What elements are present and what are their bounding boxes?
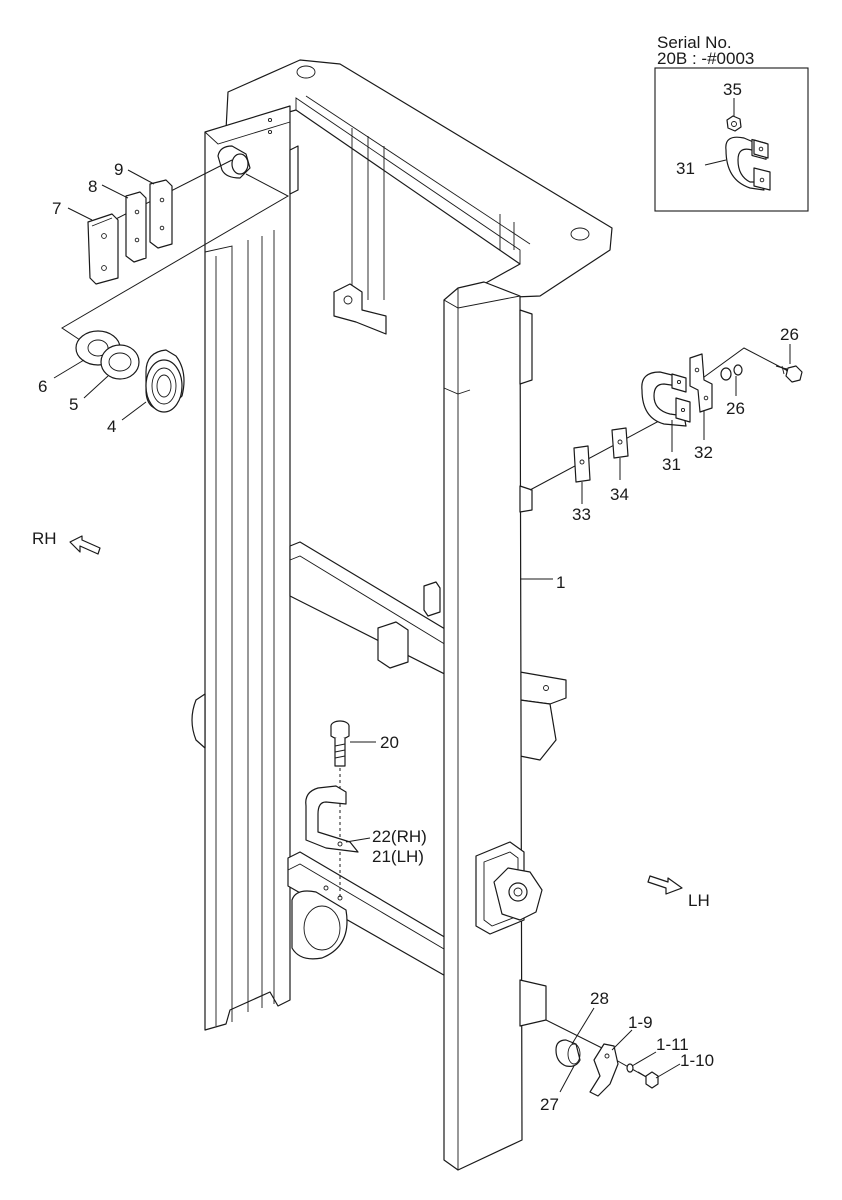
callout-28: 28 — [590, 989, 609, 1008]
inset-label-35: 35 — [723, 80, 742, 99]
callout-7: 7 — [52, 199, 61, 218]
bearing-parts — [53, 330, 185, 421]
rh-arrow-icon — [69, 535, 101, 555]
callout-32: 32 — [694, 443, 713, 462]
bottom-parts — [545, 1007, 681, 1097]
part-32-bracket — [689, 353, 713, 413]
callout-8: 8 — [88, 177, 97, 196]
lh-label: LH — [688, 891, 710, 910]
part-1-10-bolt — [637, 1071, 659, 1089]
callout-9: 9 — [114, 160, 123, 179]
callout-33: 33 — [572, 505, 591, 524]
part-4-bearing — [145, 349, 185, 413]
part-21-22-bracket — [305, 785, 359, 853]
right-mid-bracket — [519, 671, 567, 705]
explode-axis-left — [61, 173, 290, 341]
part-34-plate — [611, 427, 629, 459]
middle-tab — [423, 581, 441, 617]
callout-20: 20 — [380, 733, 399, 752]
left-side-bracket — [191, 693, 206, 749]
callout-1-11: 1-11 — [656, 1035, 689, 1054]
serial-inset: Serial No. 20B : -#0003 35 31 — [654, 33, 809, 212]
callout-26-upper: 26 — [780, 325, 799, 344]
top-hole-left — [296, 65, 316, 79]
center-bracket-parts — [305, 720, 376, 900]
part-5-washer — [100, 344, 140, 380]
part-20-bolt — [330, 720, 350, 767]
part-26-bolt — [775, 365, 803, 383]
lower-cylinder-seat — [291, 890, 348, 960]
right-mast-rail — [443, 281, 523, 1171]
callout-4: 4 — [107, 417, 116, 436]
inset-label-31: 31 — [676, 159, 695, 178]
lh-arrow-icon — [647, 875, 683, 895]
callout-27: 27 — [540, 1095, 559, 1114]
callout-1-9: 1-9 — [628, 1013, 653, 1032]
part-1-9-clamp — [589, 1043, 619, 1097]
upper-inner-bracket — [333, 283, 387, 335]
callout-labels: 1 4 5 6 7 8 9 20 22(RH) 21(LH) 26 26 31 … — [38, 160, 799, 1114]
part-27-28-bushing — [555, 1039, 581, 1067]
inset-nut-icon — [726, 115, 742, 132]
part-9-shim — [149, 179, 173, 249]
callout-31: 31 — [662, 455, 681, 474]
serial-line-2: 20B : -#0003 — [657, 49, 754, 68]
part-1-11-washer — [626, 1063, 634, 1073]
callout-22: 22(RH) — [372, 827, 427, 846]
callout-21: 21(LH) — [372, 847, 424, 866]
inset-clamp-icon — [725, 136, 771, 191]
rh-direction-arrow: RH — [32, 529, 101, 555]
right-clamp-parts — [529, 344, 803, 504]
rh-label: RH — [32, 529, 57, 548]
top-hole-right — [570, 227, 590, 241]
callout-34: 34 — [610, 485, 629, 504]
part-8-shim — [125, 191, 147, 263]
callout-1: 1 — [556, 573, 565, 592]
side-roller-bracket — [475, 841, 543, 935]
part-26-washer — [720, 367, 732, 381]
mast-frame — [191, 59, 613, 1171]
lh-direction-arrow: LH — [647, 875, 710, 910]
middle-plate — [377, 621, 409, 669]
callout-1-10: 1-10 — [680, 1051, 714, 1070]
inset-frame — [654, 67, 809, 212]
callout-5: 5 — [69, 395, 78, 414]
callout-6: 6 — [38, 377, 47, 396]
serial-line-1: Serial No. — [657, 33, 732, 52]
part-7-block — [87, 213, 119, 285]
callout-26-lower: 26 — [726, 399, 745, 418]
left-mast-rail — [204, 105, 291, 1031]
top-left-parts — [61, 145, 299, 341]
part-31-clamp — [641, 371, 691, 427]
